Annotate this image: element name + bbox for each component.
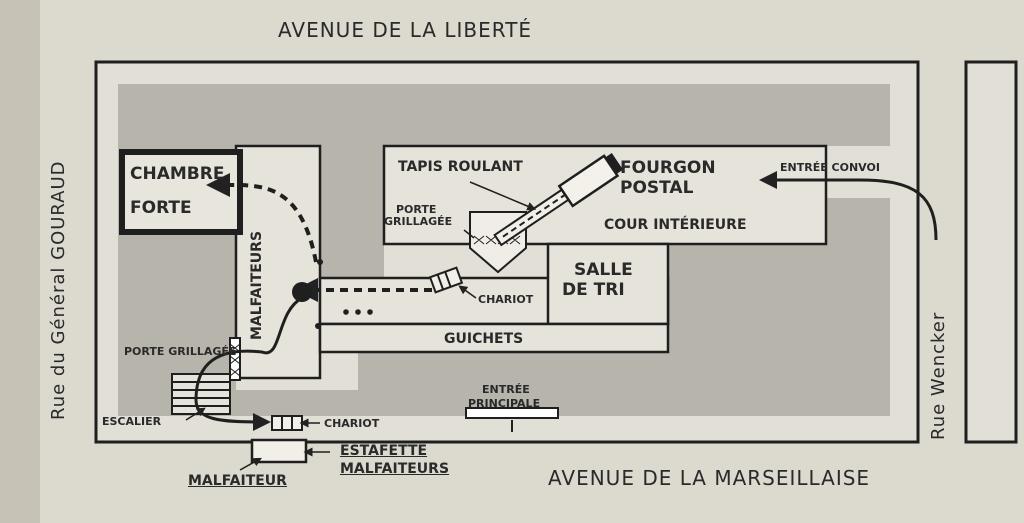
label-grillagee: GRILLAGÉE bbox=[384, 215, 453, 228]
label-estafette-malfaiteurs: MALFAITEURS bbox=[340, 461, 450, 477]
route-to-chambre-forte bbox=[206, 172, 318, 263]
escalier-stairs bbox=[171, 373, 231, 415]
route-dots bbox=[315, 259, 373, 329]
entree-principale-door bbox=[465, 407, 559, 419]
label-entree: ENTRÉE bbox=[482, 383, 530, 396]
escape-route bbox=[194, 296, 303, 431]
page-gutter-shadow bbox=[0, 0, 40, 523]
street-avenue-liberte: AVENUE DE LA LIBERTÉ bbox=[278, 18, 533, 42]
neighbor-building bbox=[964, 60, 1018, 444]
malfaiteur-pointer bbox=[239, 457, 262, 471]
label-guichets: GUICHETS bbox=[444, 331, 524, 347]
label-porte-grillagee-left: PORTE GRILLAGÉE bbox=[124, 345, 237, 358]
label-principale: PRINCIPALE bbox=[468, 397, 541, 410]
street-rue-gouraud: Rue du Général GOURAUD bbox=[48, 160, 69, 420]
fourgon-postal bbox=[557, 153, 623, 208]
label-salle: SALLE bbox=[574, 260, 633, 280]
label-malfaiteur: MALFAITEUR bbox=[188, 473, 287, 489]
escalier-pointer bbox=[185, 407, 206, 421]
salle-de-tri-area bbox=[546, 242, 670, 326]
label-chariot-mid: CHARIOT bbox=[478, 293, 534, 306]
label-entree-convoi: ENTRÉE CONVOI bbox=[780, 161, 880, 174]
label-postal: POSTAL bbox=[620, 178, 694, 198]
tapis-pointer bbox=[469, 181, 537, 211]
label-chambre: CHAMBRE bbox=[130, 164, 225, 184]
label-cour-interieure: COUR INTÉRIEURE bbox=[604, 217, 747, 233]
label-fourgon: FOURGON bbox=[620, 158, 716, 178]
guichets-area bbox=[318, 322, 670, 354]
street-avenue-marseillaise: AVENUE DE LA MARSEILLAISE bbox=[548, 466, 871, 490]
label-porte: PORTE bbox=[396, 203, 437, 216]
label-tapis-roulant: TAPIS ROULANT bbox=[398, 159, 523, 175]
grille-pattern bbox=[229, 343, 241, 377]
label-estafette: ESTAFETTE bbox=[340, 443, 428, 459]
chariot-mid-pointer bbox=[458, 285, 477, 299]
street-rue-wencker: Rue Wencker bbox=[928, 311, 949, 440]
label-de-tri: DE TRI bbox=[562, 280, 625, 300]
malfaiteur-marker bbox=[292, 282, 312, 302]
label-malfaiteurs: MALFAITEURS bbox=[249, 230, 265, 340]
porte-pointer bbox=[463, 229, 475, 239]
label-forte: FORTE bbox=[130, 198, 192, 218]
chariot-cart-mid bbox=[428, 266, 464, 294]
chariot-cart-bottom bbox=[271, 415, 303, 431]
estafette-vehicle bbox=[250, 438, 308, 464]
label-escalier: ESCALIER bbox=[102, 415, 162, 428]
entree-convoi-arrow bbox=[759, 171, 938, 241]
label-chariot-bottom: CHARIOT bbox=[324, 417, 380, 430]
porte-grillagee-left bbox=[229, 337, 241, 381]
